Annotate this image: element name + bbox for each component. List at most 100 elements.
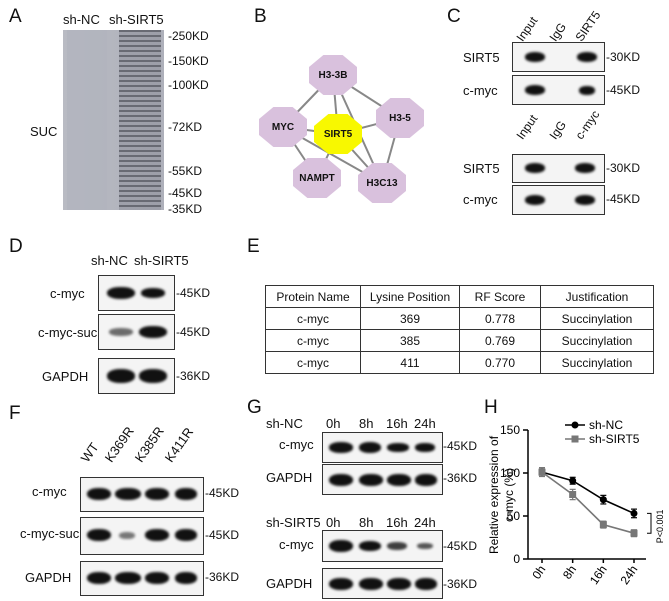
c-bottom-marker-30kd: -30KD bbox=[606, 161, 641, 175]
f-marker-36kd: -36KD bbox=[205, 570, 240, 584]
g-bottom-row-cmyc: c-myc bbox=[279, 537, 314, 552]
table-header-row: Protein Name Lysine Position RF Score Ju… bbox=[265, 285, 654, 308]
node-h3c13: H3C13 bbox=[358, 163, 406, 203]
node-nampt: NAMPT bbox=[293, 158, 341, 198]
c-top-blot-sirt5 bbox=[512, 42, 605, 72]
panel-d-label: D bbox=[9, 236, 23, 257]
d-blot-gapdh bbox=[98, 358, 175, 394]
d-marker-45kd-1: -45KD bbox=[176, 286, 211, 300]
suc-gel-image bbox=[63, 30, 164, 210]
table-header: Protein Name bbox=[265, 285, 361, 308]
f-row-cmyc-suc: c-myc-suc bbox=[20, 526, 80, 541]
panel-h-label: H bbox=[484, 397, 498, 418]
d-blot-cmyc bbox=[98, 275, 175, 311]
g-top-group: sh-NC bbox=[266, 416, 303, 431]
g-top-marker-45kd: -45KD bbox=[443, 439, 478, 453]
d-blot-cmyc-suc bbox=[98, 314, 175, 350]
panel-e-label: E bbox=[247, 236, 260, 257]
g-top-time-16h: 16h bbox=[386, 416, 408, 431]
g-bottom-time-8h: 8h bbox=[359, 515, 374, 530]
table-cell: c-myc bbox=[265, 329, 361, 352]
c-bottom-row-cmyc: c-myc bbox=[463, 192, 498, 207]
g-bottom-blot-gapdh bbox=[322, 568, 443, 599]
g-bottom-group: sh-SIRT5 bbox=[266, 515, 321, 530]
g-top-blot-cmyc bbox=[322, 432, 443, 463]
c-top-blot-cmyc bbox=[512, 75, 605, 105]
g-top-blot-gapdh bbox=[322, 464, 443, 495]
g-bottom-time-24h: 24h bbox=[414, 515, 436, 530]
g-top-time-24h: 24h bbox=[414, 416, 436, 431]
marker-72kd: -72KD bbox=[168, 120, 203, 134]
panel-g-label: G bbox=[247, 397, 262, 418]
table-cell: 0.769 bbox=[459, 329, 541, 352]
table-cell: Succinylation bbox=[540, 351, 654, 374]
d-row-cmyc-suc: c-myc-suc bbox=[38, 325, 98, 340]
marker-150kd: -150KD bbox=[168, 54, 209, 68]
d-lane-sh-nc: sh-NC bbox=[91, 253, 128, 268]
f-blot-gapdh bbox=[80, 561, 204, 596]
c-bottom-row-sirt5: SIRT5 bbox=[463, 161, 500, 176]
f-blot-cmyc-suc bbox=[80, 517, 204, 555]
d-row-cmyc: c-myc bbox=[50, 286, 85, 301]
g-top-time-0h: 0h bbox=[326, 416, 341, 431]
panel-c-label: C bbox=[447, 6, 461, 27]
g-top-row-gapdh: GAPDH bbox=[266, 470, 313, 485]
panel-b-label: B bbox=[254, 6, 267, 27]
c-bottom-blot-cmyc bbox=[512, 185, 605, 215]
f-marker-45kd-1: -45KD bbox=[205, 486, 240, 500]
marker-100kd: -100KD bbox=[168, 78, 209, 92]
lane-label-sh-sirt5: sh-SIRT5 bbox=[109, 12, 164, 27]
node-h3-5: H3-5 bbox=[376, 98, 424, 138]
table-cell: 0.778 bbox=[459, 307, 541, 330]
table-row: c-myc 369 0.778 Succinylation bbox=[265, 307, 654, 330]
table-cell: 411 bbox=[360, 351, 460, 374]
c-top-row-cmyc: c-myc bbox=[463, 83, 498, 98]
f-row-gapdh: GAPDH bbox=[25, 570, 72, 585]
g-bottom-time-16h: 16h bbox=[386, 515, 408, 530]
g-bottom-row-gapdh: GAPDH bbox=[266, 576, 313, 591]
table-cell: 385 bbox=[360, 329, 460, 352]
panel-f-label: F bbox=[9, 403, 21, 424]
c-top-marker-30kd: -30KD bbox=[606, 50, 641, 64]
node-h3-3b: H3-3B bbox=[309, 55, 357, 95]
succinylation-table: Protein Name Lysine Position RF Score Ju… bbox=[265, 285, 654, 374]
c-bottom-blot-sirt5 bbox=[512, 154, 605, 183]
table-cell: 369 bbox=[360, 307, 460, 330]
f-blot-cmyc bbox=[80, 477, 204, 512]
g-bottom-marker-45kd: -45KD bbox=[443, 539, 478, 553]
f-row-cmyc: c-myc bbox=[32, 484, 67, 499]
g-top-marker-36kd: -36KD bbox=[443, 471, 478, 485]
g-top-time-8h: 8h bbox=[359, 416, 374, 431]
suc-label: SUC bbox=[30, 124, 58, 139]
table-cell: Succinylation bbox=[540, 329, 654, 352]
g-top-row-cmyc: c-myc bbox=[279, 437, 314, 452]
table-header: Lysine Position bbox=[360, 285, 460, 308]
d-row-gapdh: GAPDH bbox=[42, 369, 89, 384]
node-sirt5-center: SIRT5 bbox=[314, 114, 362, 154]
d-marker-36kd: -36KD bbox=[176, 369, 211, 383]
node-myc: MYC bbox=[259, 107, 307, 147]
g-bottom-time-0h: 0h bbox=[326, 515, 341, 530]
g-bottom-blot-cmyc bbox=[322, 530, 443, 562]
table-header: RF Score bbox=[459, 285, 541, 308]
table-row: c-myc 411 0.770 Succinylation bbox=[265, 351, 654, 374]
lane-label-sh-nc: sh-NC bbox=[63, 12, 100, 27]
marker-35kd: -35KD bbox=[168, 202, 203, 216]
d-lane-sh-sirt5: sh-SIRT5 bbox=[134, 253, 189, 268]
table-header: Justification bbox=[540, 285, 654, 308]
marker-55kd: -55KD bbox=[168, 164, 203, 178]
table-cell: 0.770 bbox=[459, 351, 541, 374]
table-row: c-myc 385 0.769 Succinylation bbox=[265, 329, 654, 352]
g-bottom-marker-36kd: -36KD bbox=[443, 577, 478, 591]
c-bottom-marker-45kd: -45KD bbox=[606, 192, 641, 206]
d-marker-45kd-2: -45KD bbox=[176, 325, 211, 339]
c-top-marker-45kd: -45KD bbox=[606, 83, 641, 97]
marker-250kd: -250KD bbox=[168, 29, 209, 43]
marker-45kd: -45KD bbox=[168, 186, 203, 200]
table-cell: c-myc bbox=[265, 351, 361, 374]
table-cell: Succinylation bbox=[540, 307, 654, 330]
table-cell: c-myc bbox=[265, 307, 361, 330]
c-top-row-sirt5: SIRT5 bbox=[463, 50, 500, 65]
panel-a-label: A bbox=[9, 6, 22, 27]
f-marker-45kd-2: -45KD bbox=[205, 528, 240, 542]
